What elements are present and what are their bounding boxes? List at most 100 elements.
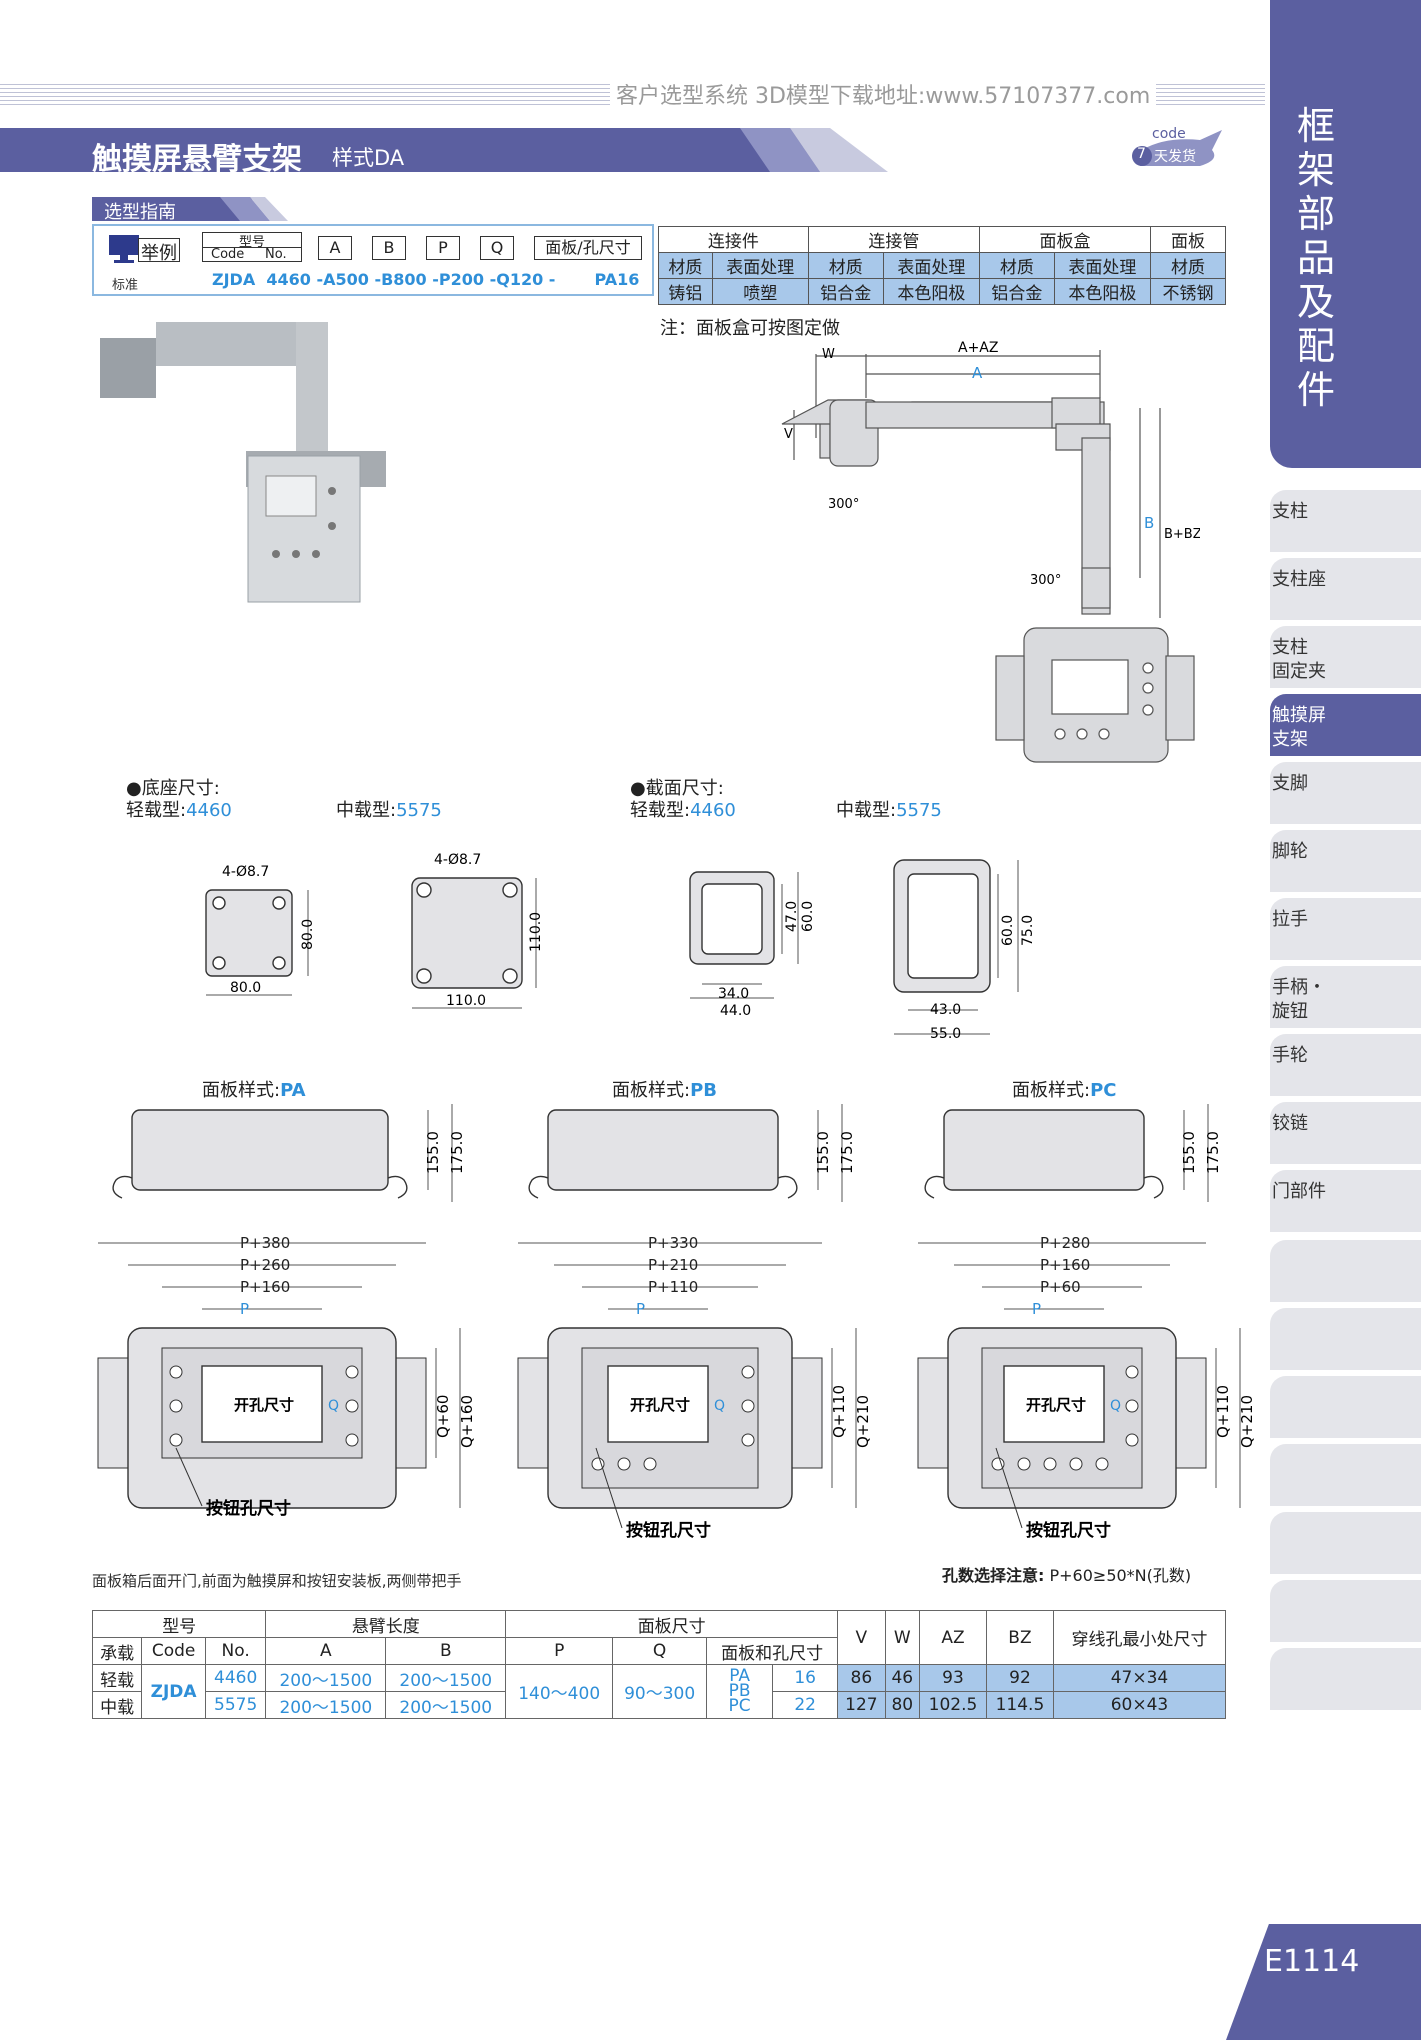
code-box: A <box>318 236 352 260</box>
svg-text:按钮孔尺寸: 按钮孔尺寸 <box>626 1520 711 1541</box>
svg-text:60.0: 60.0 <box>1000 915 1016 946</box>
svg-text:155.0: 155.0 <box>424 1131 442 1174</box>
code-box: Q <box>480 236 514 260</box>
svg-text:175.0: 175.0 <box>1204 1131 1222 1174</box>
svg-text:55.0: 55.0 <box>930 1026 961 1042</box>
svg-text:155.0: 155.0 <box>814 1131 832 1174</box>
svg-text:P+330: P+330 <box>648 1234 698 1252</box>
svg-text:Q: Q <box>1110 1398 1121 1414</box>
page-number: E1114 <box>1226 1924 1421 2040</box>
code-box: P <box>426 236 460 260</box>
sidebar-heading: 框架部品及配件 <box>1270 0 1421 468</box>
arm-drawing: W A+AZ A V B B+BZ 300° 300° <box>781 340 1200 763</box>
badge-icon <box>1132 130 1222 166</box>
sidebar-item-1[interactable]: 支柱座 <box>1270 558 1421 620</box>
svg-text:P: P <box>636 1300 645 1318</box>
section-title: ●截面尺寸: <box>630 778 724 799</box>
page-subtitle: 样式DA <box>332 146 405 170</box>
header-url: 客户选型系统 3D模型下载地址:www.57107377.com <box>610 78 1157 110</box>
svg-text:开孔尺寸: 开孔尺寸 <box>234 1396 294 1414</box>
sidebar-item-4[interactable]: 支脚 <box>1270 762 1421 824</box>
base-title: ●底座尺寸: <box>126 778 220 799</box>
sidebar-empty-tab <box>1270 1580 1421 1642</box>
svg-text:按钮孔尺寸: 按钮孔尺寸 <box>206 1498 291 1519</box>
note-text: 注：面板盒可按图定做 <box>660 318 840 339</box>
svg-text:Q+160: Q+160 <box>458 1395 476 1448</box>
svg-text:110.0: 110.0 <box>528 912 544 952</box>
delivery-badge: code 7 天发货 <box>1130 126 1230 172</box>
materials-table: 连接件连接管面板盒面板 材质表面处理材质表面处理材质表面处理材质 铸铝喷塑铝合金… <box>658 226 1226 305</box>
svg-text:44.0: 44.0 <box>720 1003 751 1019</box>
sidebar-item-5[interactable]: 脚轮 <box>1270 830 1421 892</box>
footnote: 面板箱后面开门,前面为触摸屏和按钮安装板,两侧带把手 <box>92 1572 462 1590</box>
sidebar-empty-tab <box>1270 1648 1421 1710</box>
svg-text:Q: Q <box>714 1398 725 1414</box>
svg-text:80.0: 80.0 <box>230 980 261 996</box>
svg-text:43.0: 43.0 <box>930 1002 961 1018</box>
sidebar-item-8[interactable]: 手轮 <box>1270 1034 1421 1096</box>
guide-tab-chevron <box>220 197 288 221</box>
svg-text:Q+110: Q+110 <box>830 1385 848 1438</box>
svg-text:Q+60: Q+60 <box>434 1395 452 1438</box>
svg-text:P+160: P+160 <box>240 1278 290 1296</box>
svg-text:Q+110: Q+110 <box>1214 1385 1232 1438</box>
title-bar-chevron <box>740 128 888 172</box>
sidebar-item-7[interactable]: 手柄・ 旋钮 <box>1270 966 1421 1028</box>
sidebar-empty-tab <box>1270 1444 1421 1506</box>
sidebar-empty-tab <box>1270 1240 1421 1302</box>
svg-text:P: P <box>1032 1300 1041 1318</box>
hole-note: 孔数选择注意: P+60≥50*N(孔数) <box>942 1566 1192 1585</box>
dim-b: B <box>1144 514 1154 532</box>
svg-text:开孔尺寸: 开孔尺寸 <box>1026 1396 1086 1414</box>
dim-w: W <box>822 347 835 362</box>
code-box: B <box>372 236 406 260</box>
product-photo <box>100 322 386 603</box>
svg-text:47.0: 47.0 <box>784 901 800 932</box>
svg-text:P+280: P+280 <box>1040 1234 1090 1252</box>
svg-text:P+380: P+380 <box>240 1234 290 1252</box>
monitor-icon <box>109 235 139 263</box>
sidebar-item-6[interactable]: 拉手 <box>1270 898 1421 960</box>
svg-text:P+160: P+160 <box>1040 1256 1090 1274</box>
page-title: 触摸屏悬臂支架 <box>92 142 302 177</box>
svg-text:110.0: 110.0 <box>446 993 486 1009</box>
base-mid: 中载型:5575 <box>336 800 442 821</box>
svg-text:Q+210: Q+210 <box>1238 1395 1256 1448</box>
rot-label-1: 300° <box>828 497 859 512</box>
rot-label-2: 300° <box>1030 573 1061 588</box>
svg-text:34.0: 34.0 <box>718 986 749 1002</box>
sidebar: 框架部品及配件 支柱支柱座支柱 固定夹触摸屏 支架支脚脚轮拉手手柄・ 旋钮手轮铰… <box>1270 0 1421 2040</box>
svg-text:155.0: 155.0 <box>1180 1131 1198 1174</box>
sidebar-item-0[interactable]: 支柱 <box>1270 490 1421 552</box>
example-label: 举例 <box>138 238 180 264</box>
svg-text:P+60: P+60 <box>1040 1278 1081 1296</box>
section-mid: 中载型:5575 <box>836 800 942 821</box>
section-light: 轻载型:4460 <box>630 800 736 821</box>
svg-text:80.0: 80.0 <box>300 919 316 950</box>
sidebar-empty-tab <box>1270 1308 1421 1370</box>
svg-text:4-Ø8.7: 4-Ø8.7 <box>222 864 269 880</box>
section-drawings: 34.0 44.0 47.0 60.0 43.0 55.0 60.0 75.0 <box>689 859 1036 1042</box>
sidebar-item-9[interactable]: 铰链 <box>1270 1102 1421 1164</box>
svg-text:P+210: P+210 <box>648 1256 698 1274</box>
model-code-box: 型号 Code No. <box>202 232 302 262</box>
sidebar-item-2[interactable]: 支柱 固定夹 <box>1270 626 1421 688</box>
svg-text:175.0: 175.0 <box>838 1131 856 1174</box>
svg-text:P+110: P+110 <box>648 1278 698 1296</box>
dim-bbz: B+BZ <box>1164 527 1200 542</box>
dim-a: A <box>972 364 983 382</box>
svg-text:60.0: 60.0 <box>800 901 816 932</box>
svg-text:Q+210: Q+210 <box>854 1395 872 1448</box>
svg-text:开孔尺寸: 开孔尺寸 <box>630 1396 690 1414</box>
sidebar-item-10[interactable]: 门部件 <box>1270 1170 1421 1232</box>
sidebar-item-3[interactable]: 触摸屏 支架 <box>1270 694 1421 756</box>
svg-text:175.0: 175.0 <box>448 1131 466 1174</box>
code-box: 面板/孔尺寸 <box>534 236 642 260</box>
